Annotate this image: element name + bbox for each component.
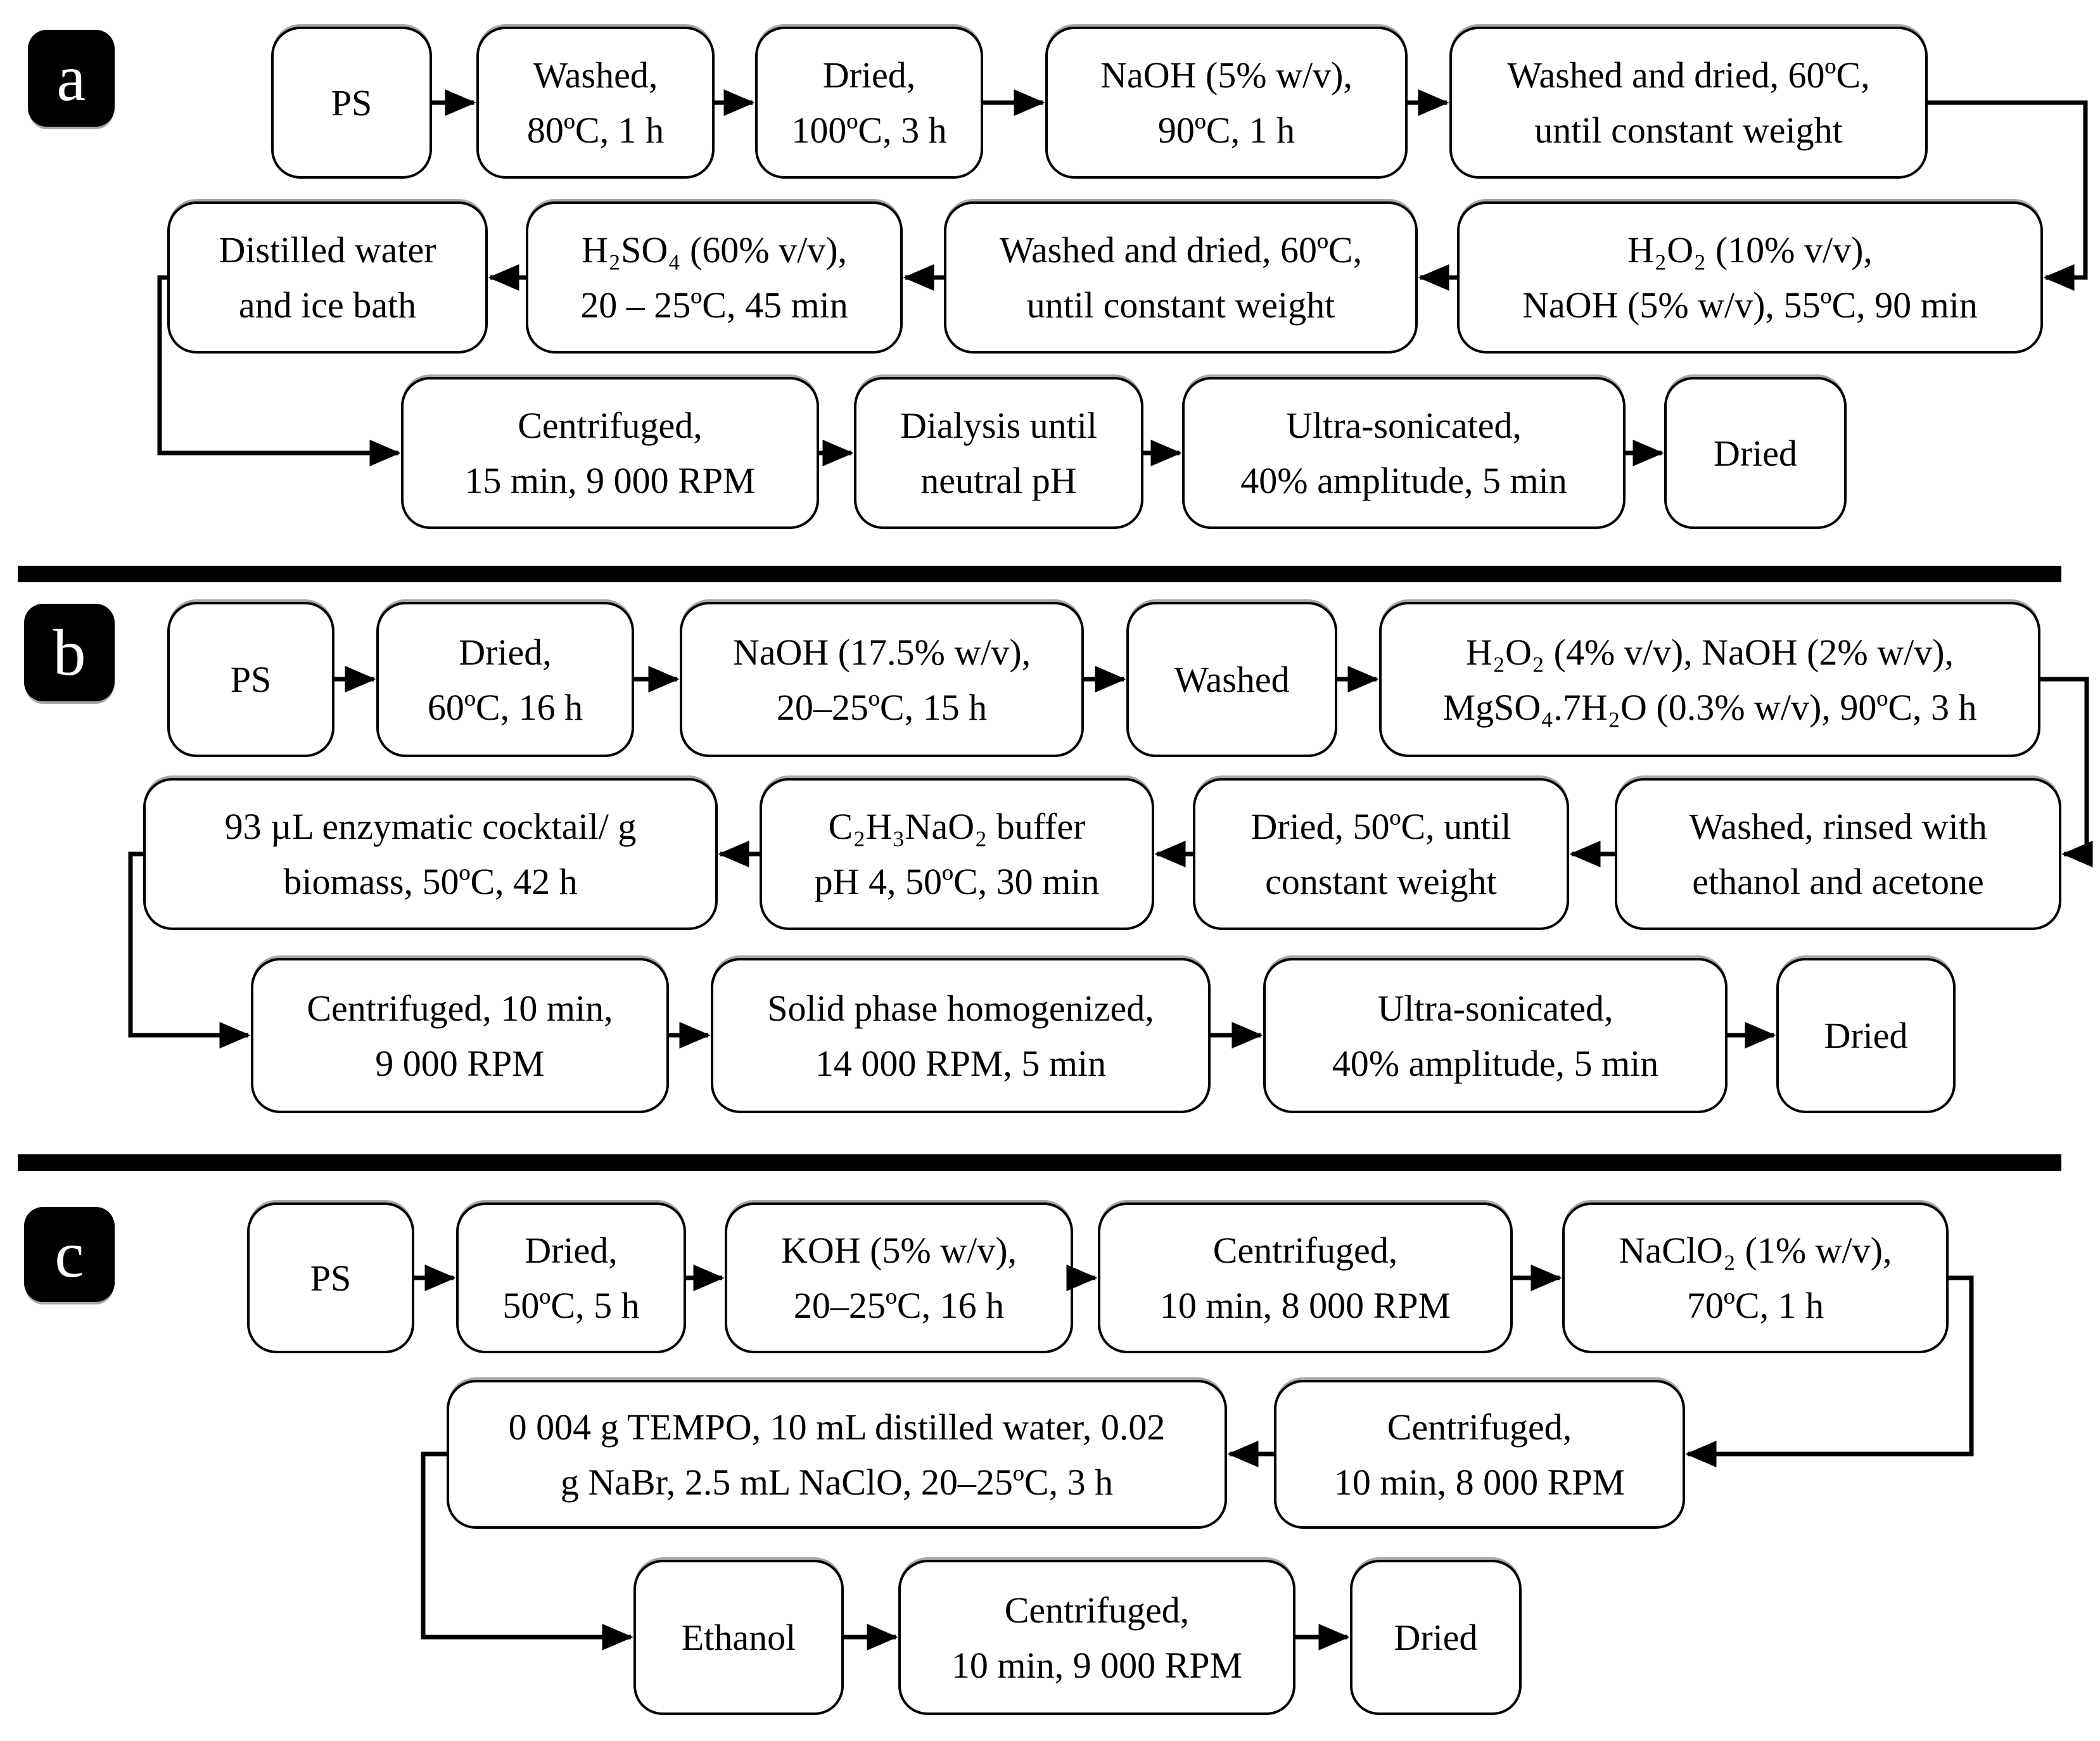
step-box: Dried — [1350, 1560, 1522, 1715]
panel-c-row-3: Ethanol Centrifuged, 10 min, 9 000 RPM D… — [0, 1560, 2100, 1715]
section-divider — [18, 1154, 2061, 1171]
step-box: Centrifuged, 10 min, 9 000 RPM — [898, 1560, 1295, 1715]
panel-b-row-2: 93 µL enzymatic cocktail/ g biomass, 50º… — [0, 778, 2100, 930]
step-box: Washed and dried, 60ºC, until constant w… — [1449, 27, 1928, 179]
step-box: Washed — [1126, 602, 1337, 757]
step-box: Ethanol — [633, 1560, 844, 1715]
step-box: H₂SO₄ (60% v/v), 20 – 25ºC, 45 min — [526, 201, 903, 354]
step-box: Washed and dried, 60ºC, until constant w… — [944, 201, 1418, 354]
step-box: Solid phase homogenized, 14 000 RPM, 5 m… — [711, 958, 1211, 1113]
step-box: Dried — [1776, 958, 1956, 1113]
panel-label-a: a — [28, 30, 115, 127]
step-box: PS — [271, 27, 432, 179]
step-box: Dried, 50ºC, 5 h — [456, 1202, 686, 1353]
step-box: NaOH (17.5% w/v), 20–25ºC, 15 h — [680, 602, 1084, 757]
step-box: Ultra-sonicated, 40% amplitude, 5 min — [1263, 958, 1728, 1113]
panel-b-row-1: PS Dried, 60ºC, 16 h NaOH (17.5% w/v), 2… — [0, 602, 2100, 757]
step-box: PS — [247, 1202, 414, 1353]
step-box: Centrifuged, 10 min, 8 000 RPM — [1274, 1380, 1685, 1529]
panel-a-row-2: Distilled water and ice bath H₂SO₄ (60% … — [0, 201, 2100, 354]
step-box: Dried — [1664, 377, 1847, 529]
step-box: Dialysis until neutral pH — [854, 377, 1143, 529]
step-box: Dried, 50ºC, until constant weight — [1193, 778, 1569, 930]
step-box: H₂O₂ (10% v/v), NaOH (5% w/v), 55ºC, 90 … — [1457, 201, 2043, 354]
panel-c-row-1: PS Dried, 50ºC, 5 h KOH (5% w/v), 20–25º… — [0, 1202, 2100, 1353]
step-box: 0 004 g TEMPO, 10 mL distilled water, 0.… — [447, 1380, 1227, 1529]
panel-a-row-3: Centrifuged, 15 min, 9 000 RPM Dialysis … — [0, 377, 2100, 529]
step-box: H₂O₂ (4% v/v), NaOH (2% w/v), MgSO₄.7H₂O… — [1379, 602, 2040, 757]
step-box: Washed, 80ºC, 1 h — [476, 27, 715, 179]
step-box: Centrifuged, 10 min, 9 000 RPM — [251, 958, 669, 1113]
step-box: NaClO₂ (1% w/v), 70ºC, 1 h — [1562, 1202, 1949, 1353]
step-box: C₂H₃NaO₂ buffer pH 4, 50ºC, 30 min — [760, 778, 1154, 930]
panel-b-row-3: Centrifuged, 10 min, 9 000 RPM Solid pha… — [0, 958, 2100, 1113]
step-box: Ultra-sonicated, 40% amplitude, 5 min — [1182, 377, 1626, 529]
step-box: NaOH (5% w/v), 90ºC, 1 h — [1045, 27, 1408, 179]
step-box: Dried, 60ºC, 16 h — [376, 602, 634, 757]
step-box: Distilled water and ice bath — [167, 201, 488, 354]
step-box: Centrifuged, 10 min, 8 000 RPM — [1098, 1202, 1513, 1353]
step-box: 93 µL enzymatic cocktail/ g biomass, 50º… — [143, 778, 718, 930]
step-box: KOH (5% w/v), 20–25ºC, 16 h — [725, 1202, 1073, 1353]
step-box: Dried, 100ºC, 3 h — [755, 27, 983, 179]
step-box: PS — [167, 602, 334, 757]
panel-label-b: b — [24, 604, 115, 701]
step-box: Centrifuged, 15 min, 9 000 RPM — [401, 377, 819, 529]
panel-label-c: c — [24, 1207, 115, 1302]
section-divider — [18, 566, 2061, 582]
step-box: Washed, rinsed with ethanol and acetone — [1615, 778, 2061, 930]
panel-c-row-2: 0 004 g TEMPO, 10 mL distilled water, 0.… — [0, 1380, 2100, 1529]
panel-a-row-1: PS Washed, 80ºC, 1 h Dried, 100ºC, 3 h N… — [0, 27, 2100, 179]
